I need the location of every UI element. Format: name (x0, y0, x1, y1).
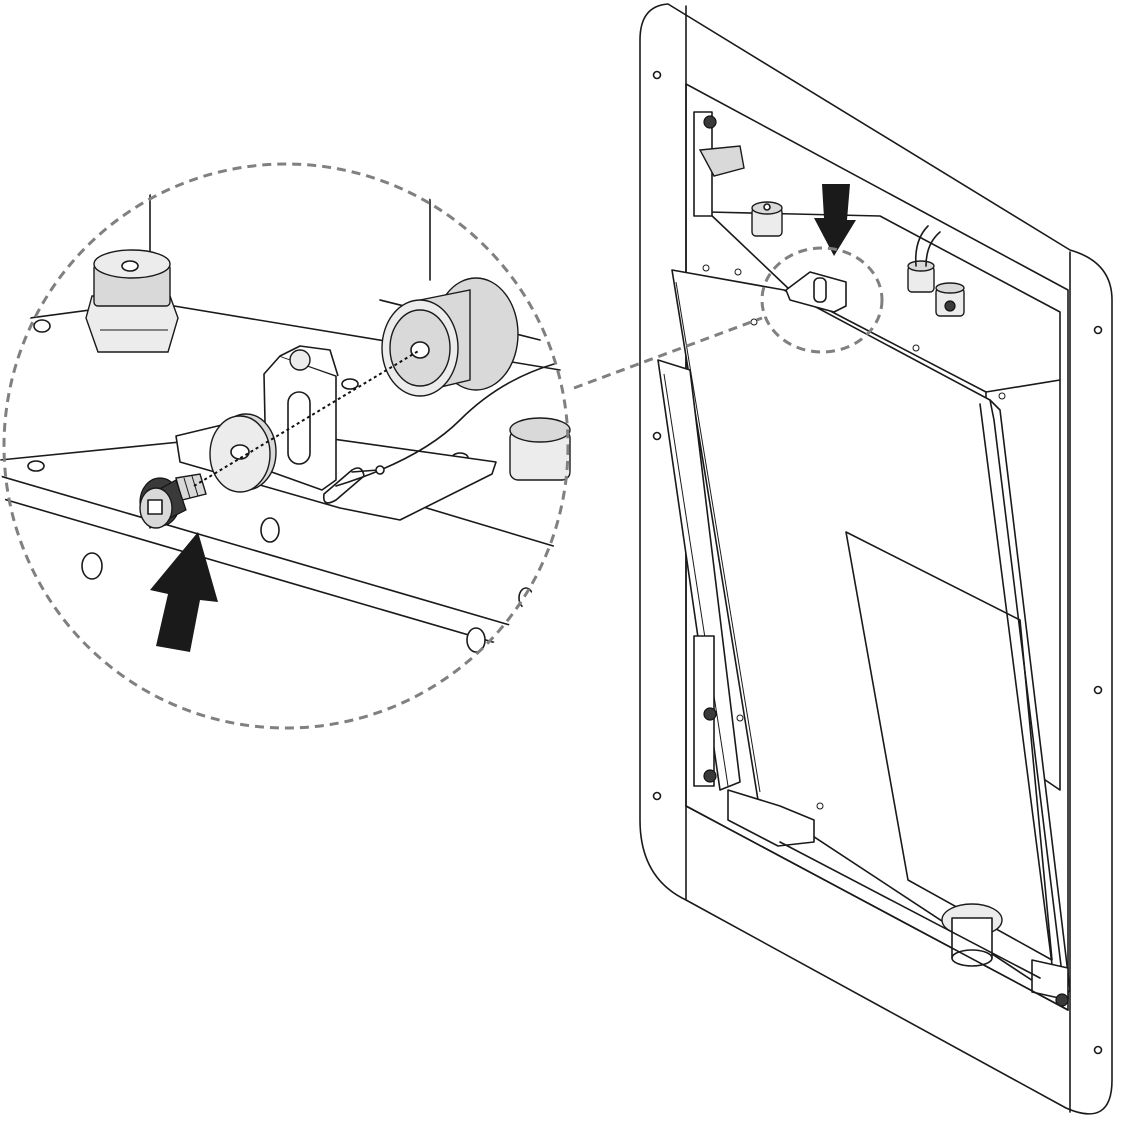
door-bracket-location (785, 271, 847, 313)
washer (209, 413, 277, 493)
callout-leader (573, 316, 763, 390)
assembly-axis (193, 349, 421, 487)
door-fastener-holes (702, 264, 1006, 810)
cable-gland (907, 225, 941, 293)
arrow-up-icon (150, 532, 218, 652)
cabinet-assembly (639, 3, 1113, 1115)
latch-bracket-top (693, 111, 745, 217)
latch-bracket-bottom (693, 635, 717, 787)
vent-cap-magnified (85, 249, 179, 353)
frame-mounting-holes (652, 70, 1103, 1055)
l-bracket (263, 345, 339, 491)
arrow-down-icon (814, 184, 856, 256)
magnifier-callout (2, 162, 570, 730)
detail-callout-marker (760, 246, 884, 354)
cable-gland-magnified (509, 417, 571, 481)
carabiner (322, 465, 385, 504)
magnified-detail (0, 160, 571, 653)
cable-gland (935, 282, 965, 317)
vent-cap (751, 201, 783, 237)
magnetic-roller (381, 277, 519, 397)
cap-screw (139, 473, 207, 529)
bottom-bracket (727, 789, 1069, 1007)
